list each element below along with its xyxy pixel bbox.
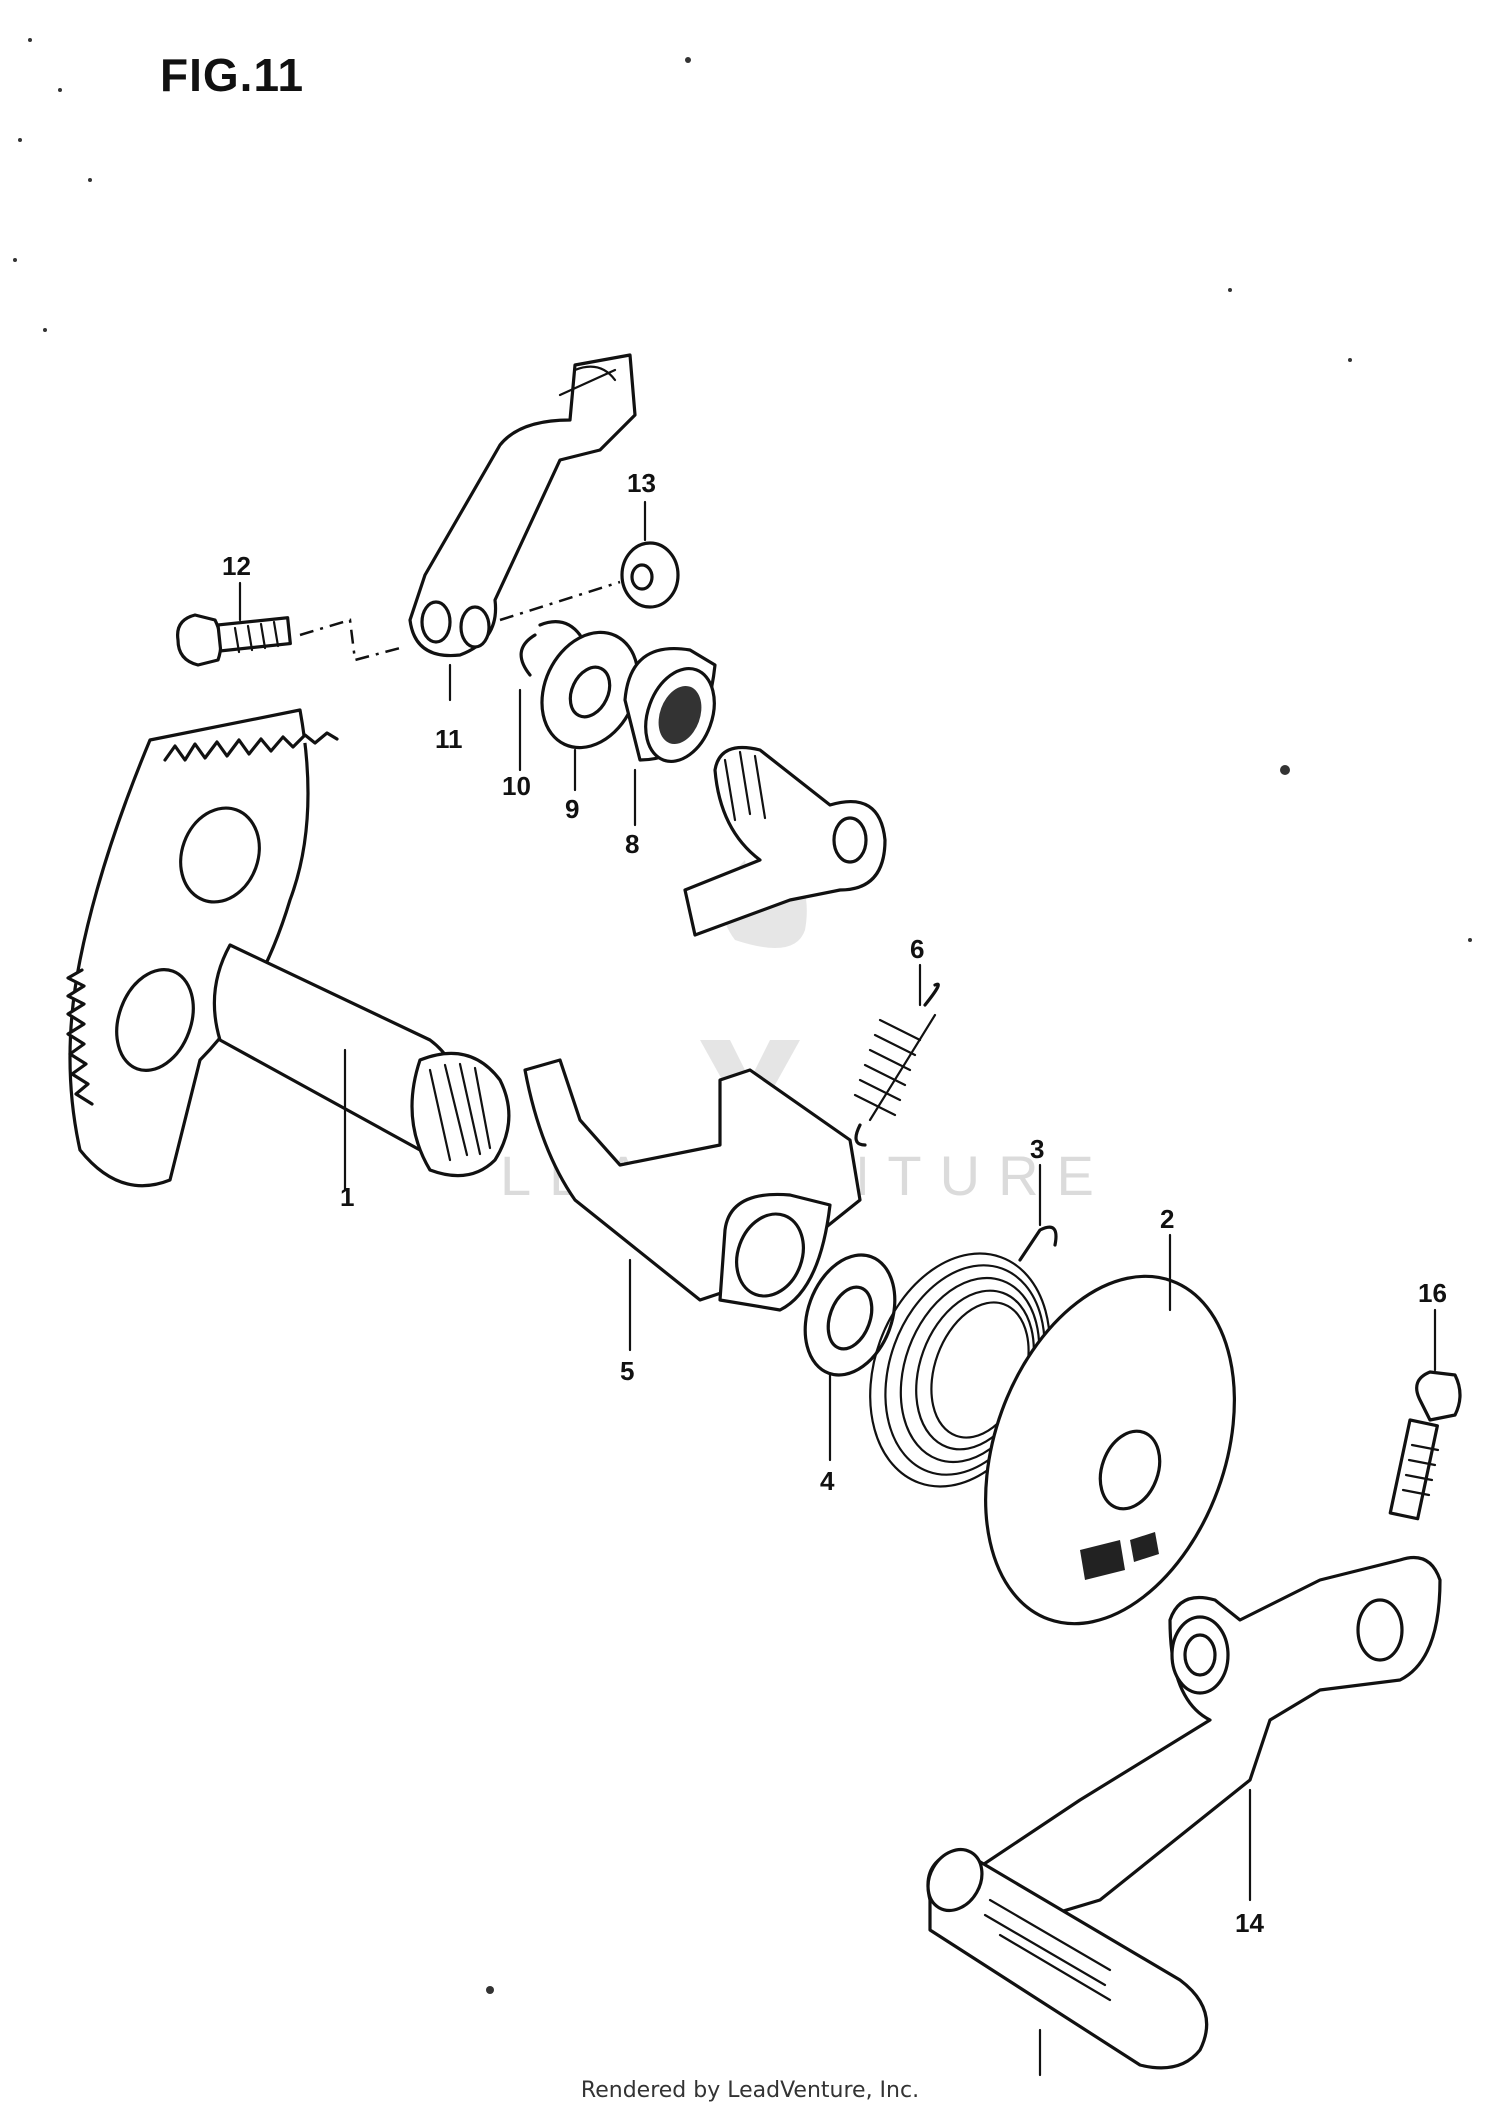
callout-9: 9	[565, 794, 579, 824]
callout-11: 11	[435, 724, 463, 754]
callout-2: 2	[1160, 1204, 1174, 1234]
part-11-lever-arm	[408, 353, 637, 658]
callout-8: 8	[625, 829, 639, 859]
part-5-stopper-plate	[523, 1058, 862, 1312]
render-credit: Rendered by LeadVenture, Inc.	[580, 2078, 920, 2103]
callout-16: 16	[1418, 1278, 1447, 1308]
part-8-bushing	[623, 647, 717, 764]
part-6-spring	[853, 982, 940, 1147]
part-1-kick-shaft-gear	[66, 708, 511, 1192]
scan-speckles	[13, 38, 1472, 1994]
part-16-bolt	[1388, 1370, 1462, 1521]
leader-lines	[238, 500, 1437, 2077]
figure-title: FIG.11	[160, 49, 305, 101]
part-10-circlip	[519, 620, 582, 677]
callout-5: 5	[620, 1356, 634, 1386]
part-13-nut	[620, 541, 680, 609]
part-14-kick-lever	[926, 1555, 1442, 2070]
callout-1: 1	[340, 1182, 354, 1212]
part-4-washer	[803, 1253, 897, 1377]
callout-14: 14	[1235, 1908, 1264, 1938]
callout-6: 6	[910, 934, 924, 964]
callout-labels: 1 2 3 4 5 6 8 9 10 11 12 13 14 16	[222, 468, 1447, 1938]
kick-pawl-arm	[683, 745, 887, 937]
callout-13: 13	[627, 468, 656, 498]
callout-12: 12	[222, 551, 251, 581]
callout-10: 10	[502, 771, 531, 801]
part-2-guide-disc	[984, 1274, 1236, 1626]
callout-4: 4	[820, 1466, 835, 1496]
callout-3: 3	[1030, 1134, 1044, 1164]
part-12-bolt	[176, 613, 292, 667]
